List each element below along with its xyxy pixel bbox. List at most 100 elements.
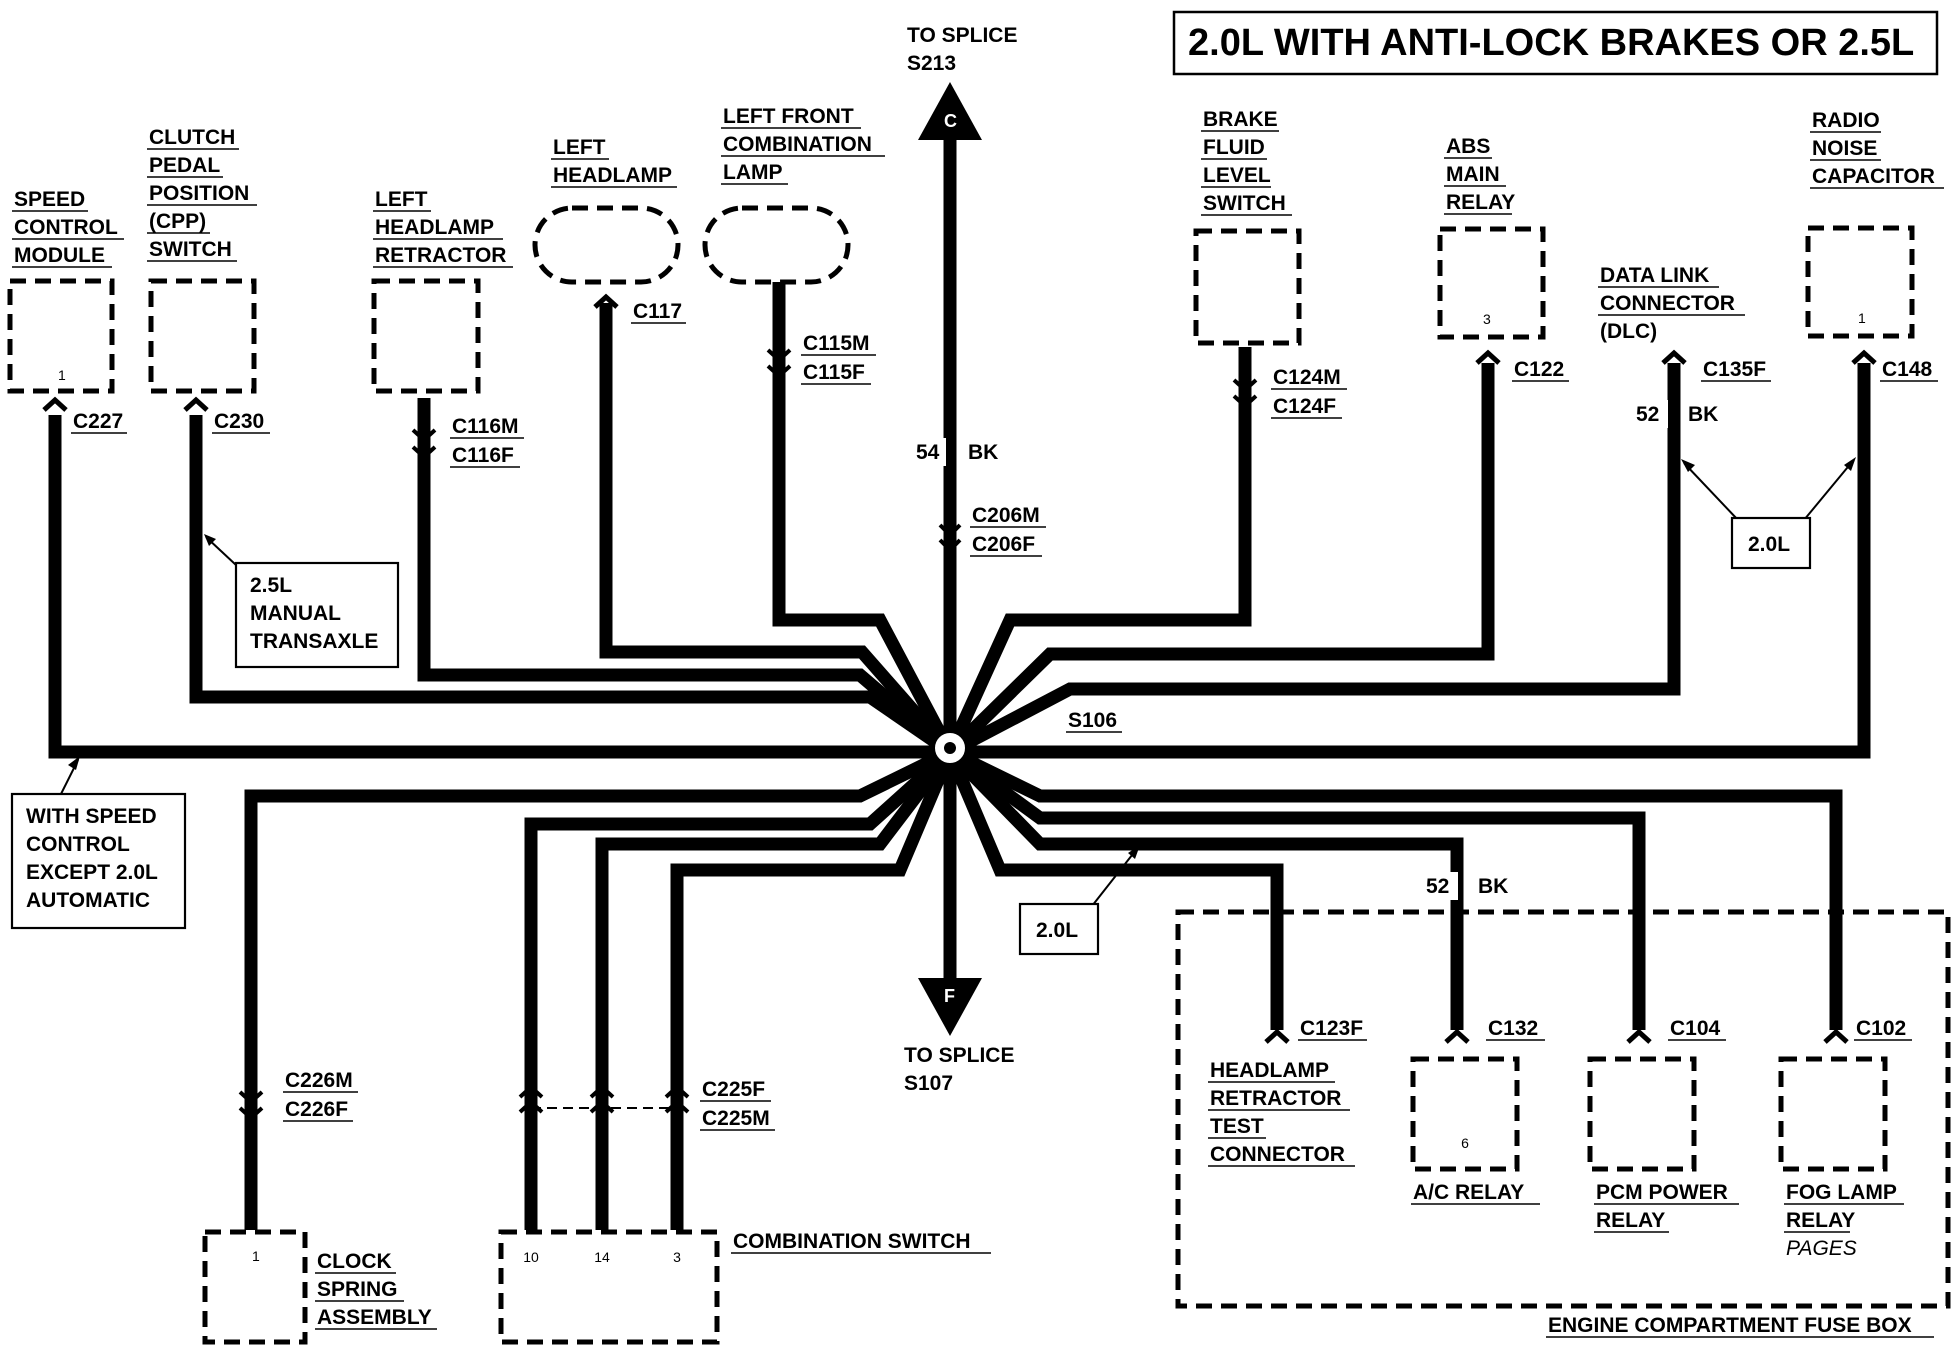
wire-dlc xyxy=(946,363,1681,758)
radio-line-3: CAPACITOR xyxy=(1812,165,1935,188)
c117-label: C117 xyxy=(633,300,682,323)
dlc-line-2: CONNECTOR xyxy=(1600,292,1735,315)
splice-top-id: S213 xyxy=(907,52,956,75)
comb-pin-3: 3 xyxy=(673,1249,681,1265)
c132-label: C132 xyxy=(1488,1017,1538,1040)
brake-fluid-line-3: LEVEL xyxy=(1203,164,1271,187)
note-speed-line-1: WITH SPEED xyxy=(26,805,157,828)
clock-spring-assembly: C226M C226F 1 CLOCK SPRING ASSEMBLY xyxy=(202,1069,437,1345)
splice-bottom-to: TO SPLICE xyxy=(904,1044,1014,1067)
c116f-label: C116F xyxy=(452,444,514,467)
note-manual-line-2: MANUAL xyxy=(250,602,341,625)
fuse-box-label: ENGINE COMPARTMENT FUSE BOX xyxy=(1548,1314,1912,1337)
left-headlamp: LEFT HEADLAMP C117 xyxy=(532,136,686,324)
comb-pin-10: 10 xyxy=(523,1249,539,1265)
wire-left-front-combination xyxy=(772,282,956,756)
splice-bottom-id: S107 xyxy=(904,1072,953,1095)
wire-brake-fluid xyxy=(944,347,1252,755)
cpp-line-4: (CPP) xyxy=(149,210,206,233)
clock-spring-pin: 1 xyxy=(252,1248,260,1264)
radio-line-2: NOISE xyxy=(1812,137,1877,160)
radio-line-1: RADIO xyxy=(1812,109,1880,132)
main-color: BK xyxy=(968,441,998,464)
wire-comb-3 xyxy=(670,749,956,1230)
cpp-line-5: SWITCH xyxy=(149,238,232,261)
speed-control-line-1: SPEED xyxy=(14,188,85,211)
note-speed-line-3: EXCEPT 2.0L xyxy=(26,861,158,884)
engine-compartment-fuse-box: ENGINE COMPARTMENT FUSE BOX 52 BK C123F … xyxy=(1175,872,1951,1338)
brake-fluid-line-4: SWITCH xyxy=(1203,192,1286,215)
test-line-4: CONNECTOR xyxy=(1210,1143,1345,1166)
c226f-label: C226F xyxy=(285,1098,348,1121)
splice-bottom: F TO SPLICE S107 xyxy=(904,978,1014,1095)
splice-top-to: TO SPLICE xyxy=(907,24,1017,47)
wires-lower xyxy=(244,746,1843,1230)
clock-line-1: CLOCK xyxy=(317,1250,392,1273)
wire-fog-lamp xyxy=(947,746,1843,1030)
retractor-line-1: LEFT xyxy=(375,188,428,211)
cpp-line-3: POSITION xyxy=(149,182,249,205)
note-manual-line-3: TRANSAXLE xyxy=(250,630,378,653)
dlc-line-3: (DLC) xyxy=(1600,320,1657,343)
brake-fluid-level-switch: BRAKE FLUID LEVEL SWITCH C124M C124F xyxy=(1193,108,1347,419)
radio-noise-capacitor: RADIO NOISE CAPACITOR 1 C148 xyxy=(1805,109,1944,382)
c135f-label: C135F xyxy=(1703,358,1766,381)
note-manual-line-1: 2.5L xyxy=(250,574,292,597)
abs-line-3: RELAY xyxy=(1446,191,1515,214)
c225f-label: C225F xyxy=(702,1078,765,1101)
wires-upper xyxy=(48,135,1871,980)
note-manual-transaxle: 2.5L MANUAL TRANSAXLE xyxy=(204,534,400,669)
wire-comb-14 xyxy=(595,748,956,1230)
combination-switch: C225F C225M 10 14 3 COMBINATION SWITCH xyxy=(498,1078,991,1345)
comb-pin-14: 14 xyxy=(594,1249,610,1265)
c206f-label: C206F xyxy=(972,533,1035,556)
speed-control-pin: 1 xyxy=(58,367,66,383)
c225m-label: C225M xyxy=(702,1107,770,1130)
wire-left-headlamp xyxy=(599,303,955,757)
wire-radio-noise xyxy=(950,363,1871,759)
pcm-line-2: RELAY xyxy=(1596,1209,1665,1232)
abs-line-1: ABS xyxy=(1446,135,1490,158)
splice-s106-label: S106 xyxy=(1068,709,1117,732)
note-speed-line-4: AUTOMATIC xyxy=(26,889,150,912)
cpp-switch: CLUTCH PEDAL POSITION (CPP) SWITCH C230 xyxy=(147,126,270,434)
ac-relay-label: A/C RELAY xyxy=(1413,1181,1524,1204)
title-box: 2.0L WITH ANTI-LOCK BRAKES OR 2.5L xyxy=(1172,10,1939,76)
test-line-1: HEADLAMP xyxy=(1210,1059,1329,1082)
left-headlamp-line-2: HEADLAMP xyxy=(553,164,672,187)
wire-speed-control xyxy=(48,415,950,759)
main-circuit: 54 xyxy=(916,441,940,464)
left-headlamp-retractor: LEFT HEADLAMP RETRACTOR C116M C116F xyxy=(371,188,524,468)
brake-fluid-line-1: BRAKE xyxy=(1203,108,1278,131)
c102-label: C102 xyxy=(1856,1017,1906,1040)
wire-abs-main-relay xyxy=(945,363,1495,757)
fog-pages: PAGES xyxy=(1786,1237,1857,1260)
note-speed-line-2: CONTROL xyxy=(26,833,130,856)
c104-label: C104 xyxy=(1670,1017,1721,1040)
splice-bottom-letter: F xyxy=(944,986,955,1006)
splice-top: C TO SPLICE S213 xyxy=(907,24,1017,140)
c124m-label: C124M xyxy=(1273,366,1341,389)
c227-label: C227 xyxy=(73,410,123,433)
note-speed-control: WITH SPEED CONTROL EXCEPT 2.0L AUTOMATIC xyxy=(10,756,187,930)
cpp-line-1: CLUTCH xyxy=(149,126,235,149)
test-line-2: RETRACTOR xyxy=(1210,1087,1341,1110)
note-dlc: 2.0L xyxy=(1681,457,1856,570)
dlc-circuit: 52 xyxy=(1636,403,1659,426)
splice-s106: S106 xyxy=(929,709,1122,769)
clock-line-3: ASSEMBLY xyxy=(317,1306,432,1329)
ac-color: BK xyxy=(1478,875,1508,898)
retractor-line-2: HEADLAMP xyxy=(375,216,494,239)
retractor-line-3: RETRACTOR xyxy=(375,244,506,267)
fog-line-1: FOG LAMP xyxy=(1786,1181,1897,1204)
cpp-line-2: PEDAL xyxy=(149,154,220,177)
c206m-label: C206M xyxy=(972,504,1040,527)
lfc-line-3: LAMP xyxy=(723,161,783,184)
ac-relay-pin: 6 xyxy=(1461,1135,1469,1151)
c115f-label: C115F xyxy=(803,361,865,384)
splice-top-letter: C xyxy=(944,111,957,131)
lfc-line-1: LEFT FRONT xyxy=(723,105,854,128)
radio-pin: 1 xyxy=(1858,310,1866,326)
speed-control-line-2: CONTROL xyxy=(14,216,118,239)
